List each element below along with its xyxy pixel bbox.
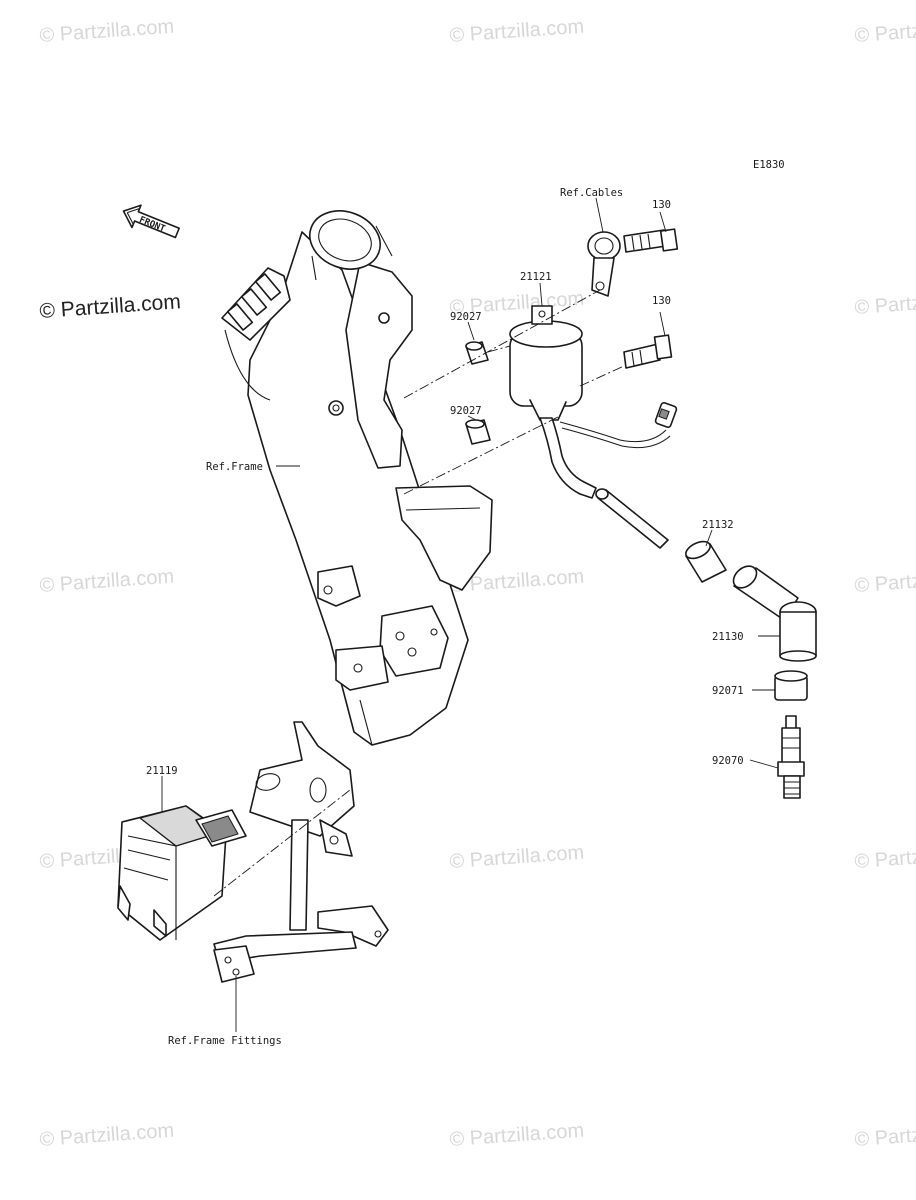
bolt-lower: [623, 334, 673, 369]
watermark-prominent: © Partzilla.com: [39, 290, 182, 323]
watermark: © Partzilla.com: [854, 288, 916, 319]
callout-bolt-lower: 130: [652, 295, 671, 307]
frame: [221, 210, 493, 746]
watermarks: © Partzilla.com © Partzilla.com © Partzi…: [39, 16, 916, 1151]
watermark: © Partzilla.com: [39, 566, 175, 597]
callout-seal: 92071: [712, 685, 744, 697]
watermark: © Partzilla.com: [449, 842, 585, 873]
callout-ref-frame: Ref.Frame: [206, 461, 263, 473]
ignition-coil: [509, 305, 678, 499]
watermark: © Partzilla.com: [449, 16, 585, 47]
cable-clamp: [587, 231, 621, 297]
spark-plug: [777, 715, 805, 799]
callout-lead: 21132: [702, 519, 734, 531]
watermark: © Partzilla.com: [854, 566, 916, 597]
collar-lower: [465, 419, 491, 445]
watermark: © Partzilla.com: [854, 1120, 916, 1151]
leader-lines: [161, 197, 780, 1032]
spark-plug-cap: [732, 565, 817, 662]
callout-coil: 21121: [520, 271, 552, 283]
callout-collar-lower: 92027: [450, 405, 482, 417]
watermark: © Partzilla.com: [854, 842, 916, 873]
diagram-code: E1830: [753, 159, 785, 171]
igniter-bracket: [213, 721, 389, 983]
callout-cap: 21130: [712, 631, 744, 643]
igniter-box: [117, 805, 247, 941]
callout-collar-upper: 92027: [450, 311, 482, 323]
callout-ref-cables: Ref.Cables: [560, 187, 623, 199]
lead-21132: [595, 488, 727, 583]
watermark: © Partzilla.com: [854, 16, 916, 47]
bolt-upper: [623, 228, 679, 253]
watermark: © Partzilla.com: [449, 1120, 585, 1151]
callout-igniter: 21119: [146, 765, 178, 777]
front-arrow-icon: FRONT: [122, 204, 180, 239]
callout-bolt-upper: 130: [652, 199, 671, 211]
watermark: © Partzilla.com: [39, 1120, 175, 1151]
callout-spark-plug: 92070: [712, 755, 744, 767]
collar-upper: [465, 341, 489, 365]
callout-ref-frame-fittings: Ref.Frame Fittings: [168, 1035, 282, 1047]
watermark: © Partzilla.com: [39, 16, 175, 47]
seal: [774, 670, 808, 701]
